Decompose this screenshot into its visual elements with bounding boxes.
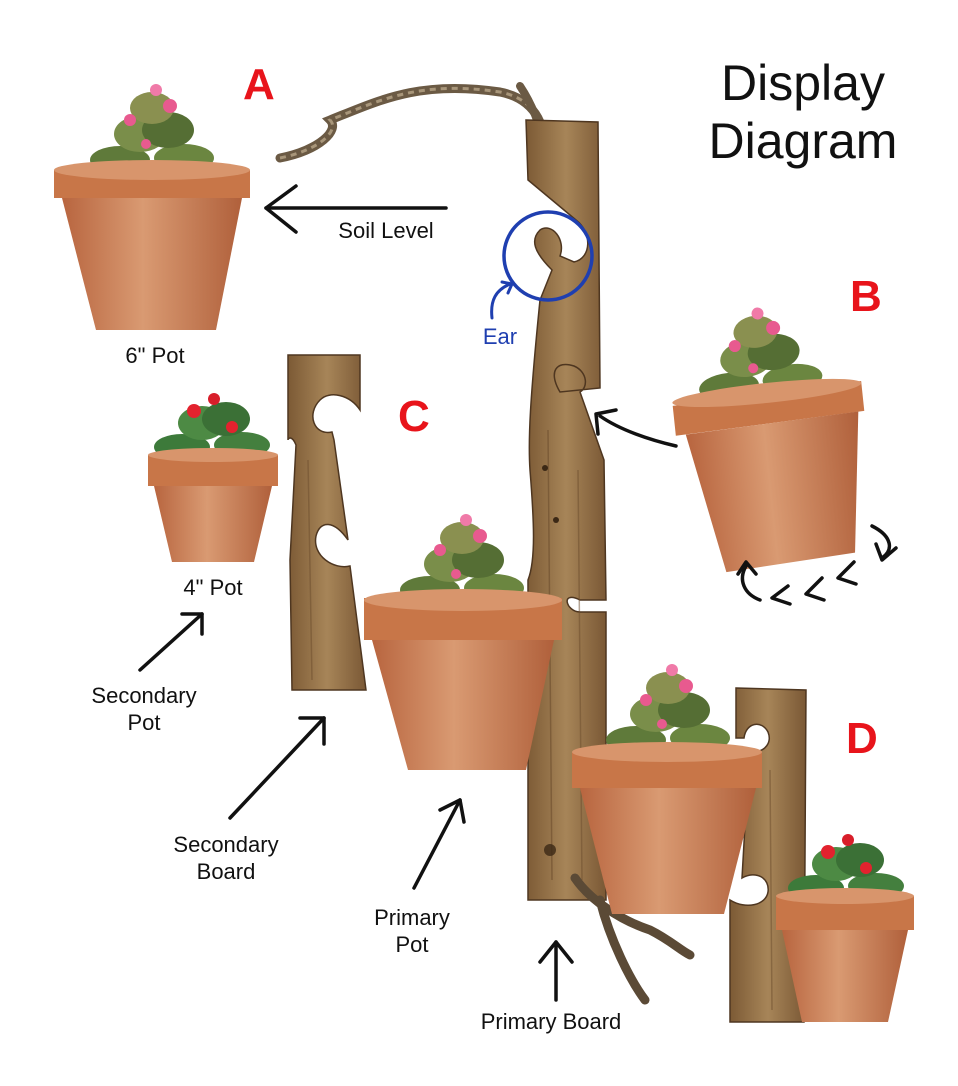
secondary-pot-label-line1: Secondary xyxy=(91,683,197,708)
bottom-rope xyxy=(570,873,695,1005)
pot-d-secondary xyxy=(776,834,914,1022)
ear-label: Ear xyxy=(482,324,518,349)
primary-pot-label-line1: Primary xyxy=(374,905,450,930)
secondary-pot-label: Secondary Pot xyxy=(74,682,214,736)
primary-pot-label-line2: Pot xyxy=(395,932,429,957)
secondary-board-label-line2: Board xyxy=(196,859,256,884)
step-label-b: B xyxy=(850,272,882,321)
step-label-d: D xyxy=(846,714,878,763)
primary-board-arrow-icon xyxy=(538,940,574,1002)
pot-four-inch xyxy=(148,393,278,562)
secondary-board-label-line1: Secondary xyxy=(173,832,279,857)
six-inch-pot-label: 6" Pot xyxy=(125,343,185,368)
ear-arrow-icon xyxy=(490,280,515,320)
primary-pot-label: Primary Pot xyxy=(352,904,472,958)
secondary-board xyxy=(287,354,367,691)
rotate-arrows-icon xyxy=(736,524,898,606)
secondary-pot-label-line2: Pot xyxy=(127,710,161,735)
primary-pot-arrow-icon xyxy=(412,798,466,890)
diagram-title-line1: Display xyxy=(721,55,885,111)
four-inch-pot-label: 4" Pot xyxy=(183,575,243,600)
pot-b xyxy=(672,301,865,573)
secondary-board-arrow-icon xyxy=(228,716,326,820)
pot-c xyxy=(364,514,562,770)
primary-board-label: Primary Board xyxy=(480,1009,622,1034)
diagram-title-line2: Diagram xyxy=(708,113,898,169)
secondary-pot-arrow-icon xyxy=(138,612,204,672)
pot-b-insert-arrow-icon xyxy=(594,408,678,448)
soil-level-label: Soil Level xyxy=(338,218,434,243)
step-label-c: C xyxy=(398,392,430,441)
primary-board xyxy=(525,119,607,901)
diagram-title: Display Diagram xyxy=(680,54,926,170)
ear-highlight-circle xyxy=(502,210,594,302)
step-label-a: A xyxy=(243,60,275,109)
secondary-board-label: Secondary Board xyxy=(156,831,296,885)
pot-a xyxy=(54,84,250,330)
hanging-rope xyxy=(275,82,553,165)
pot-d-primary xyxy=(572,664,762,914)
soil-level-arrow-icon xyxy=(264,184,448,234)
